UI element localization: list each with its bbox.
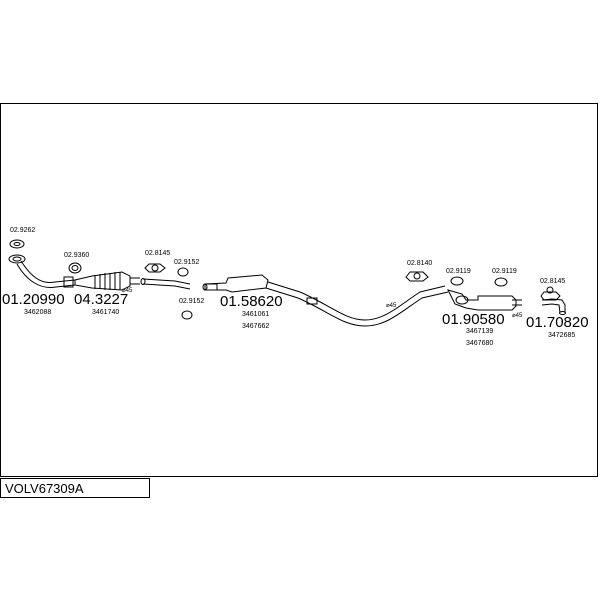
part-ref: 3467662 (242, 323, 270, 330)
accessory-label: 02.9119 (446, 268, 471, 275)
hanger-icon (405, 271, 429, 282)
part-ref: 3461061 (242, 311, 270, 318)
middle-pipe (265, 281, 449, 327)
accessory-label: 02.9262 (10, 227, 36, 234)
clamp-icon (177, 267, 189, 277)
diagram-frame (0, 103, 598, 477)
part-number: 01.70820 (526, 314, 589, 331)
front-silencer (202, 274, 269, 293)
diameter-label: ⌀45 (512, 313, 523, 319)
part-ref: 3461740 (92, 309, 120, 316)
tail-pipe (541, 298, 566, 315)
part-ref: 3472685 (548, 332, 576, 339)
intermediate-pipe-front (140, 278, 191, 290)
accessory-label: 02.9119 (492, 268, 517, 275)
part-number: 01.20990 (2, 291, 65, 308)
part-ref: 3462088 (24, 309, 52, 316)
accessory-label: 02.9360 (64, 252, 90, 259)
diameter-label: ⌀45 (122, 288, 133, 294)
diameter-label: ⌀45 (386, 303, 397, 309)
catalytic-converter (74, 271, 140, 291)
part-number: 04.3227 (74, 291, 129, 308)
part-ref: 3467139 (466, 328, 494, 335)
accessory-label: 02.9152 (179, 298, 205, 305)
front-pipe (8, 254, 76, 289)
part-number: 01.58620 (220, 293, 283, 310)
rear-silencer (447, 289, 522, 311)
diagram-code: VOLV67309A (5, 481, 84, 496)
part-ref: 3467680 (466, 340, 494, 347)
part-number: 01.90580 (442, 311, 505, 328)
accessory-label: 02.8145 (145, 250, 171, 257)
accessory-label: 02.9152 (174, 259, 200, 266)
hanger-icon (144, 263, 166, 273)
accessory-label: 02.8145 (540, 278, 566, 285)
clamp-icon (68, 262, 82, 274)
diagram-code-box: VOLV67309A (0, 478, 150, 498)
accessory-label: 02.8140 (407, 260, 433, 267)
clamp-icon (450, 276, 464, 286)
hanger-icon (540, 286, 561, 301)
clamp-icon (494, 277, 508, 287)
gasket-icon (9, 239, 25, 249)
clamp-icon (181, 310, 193, 320)
